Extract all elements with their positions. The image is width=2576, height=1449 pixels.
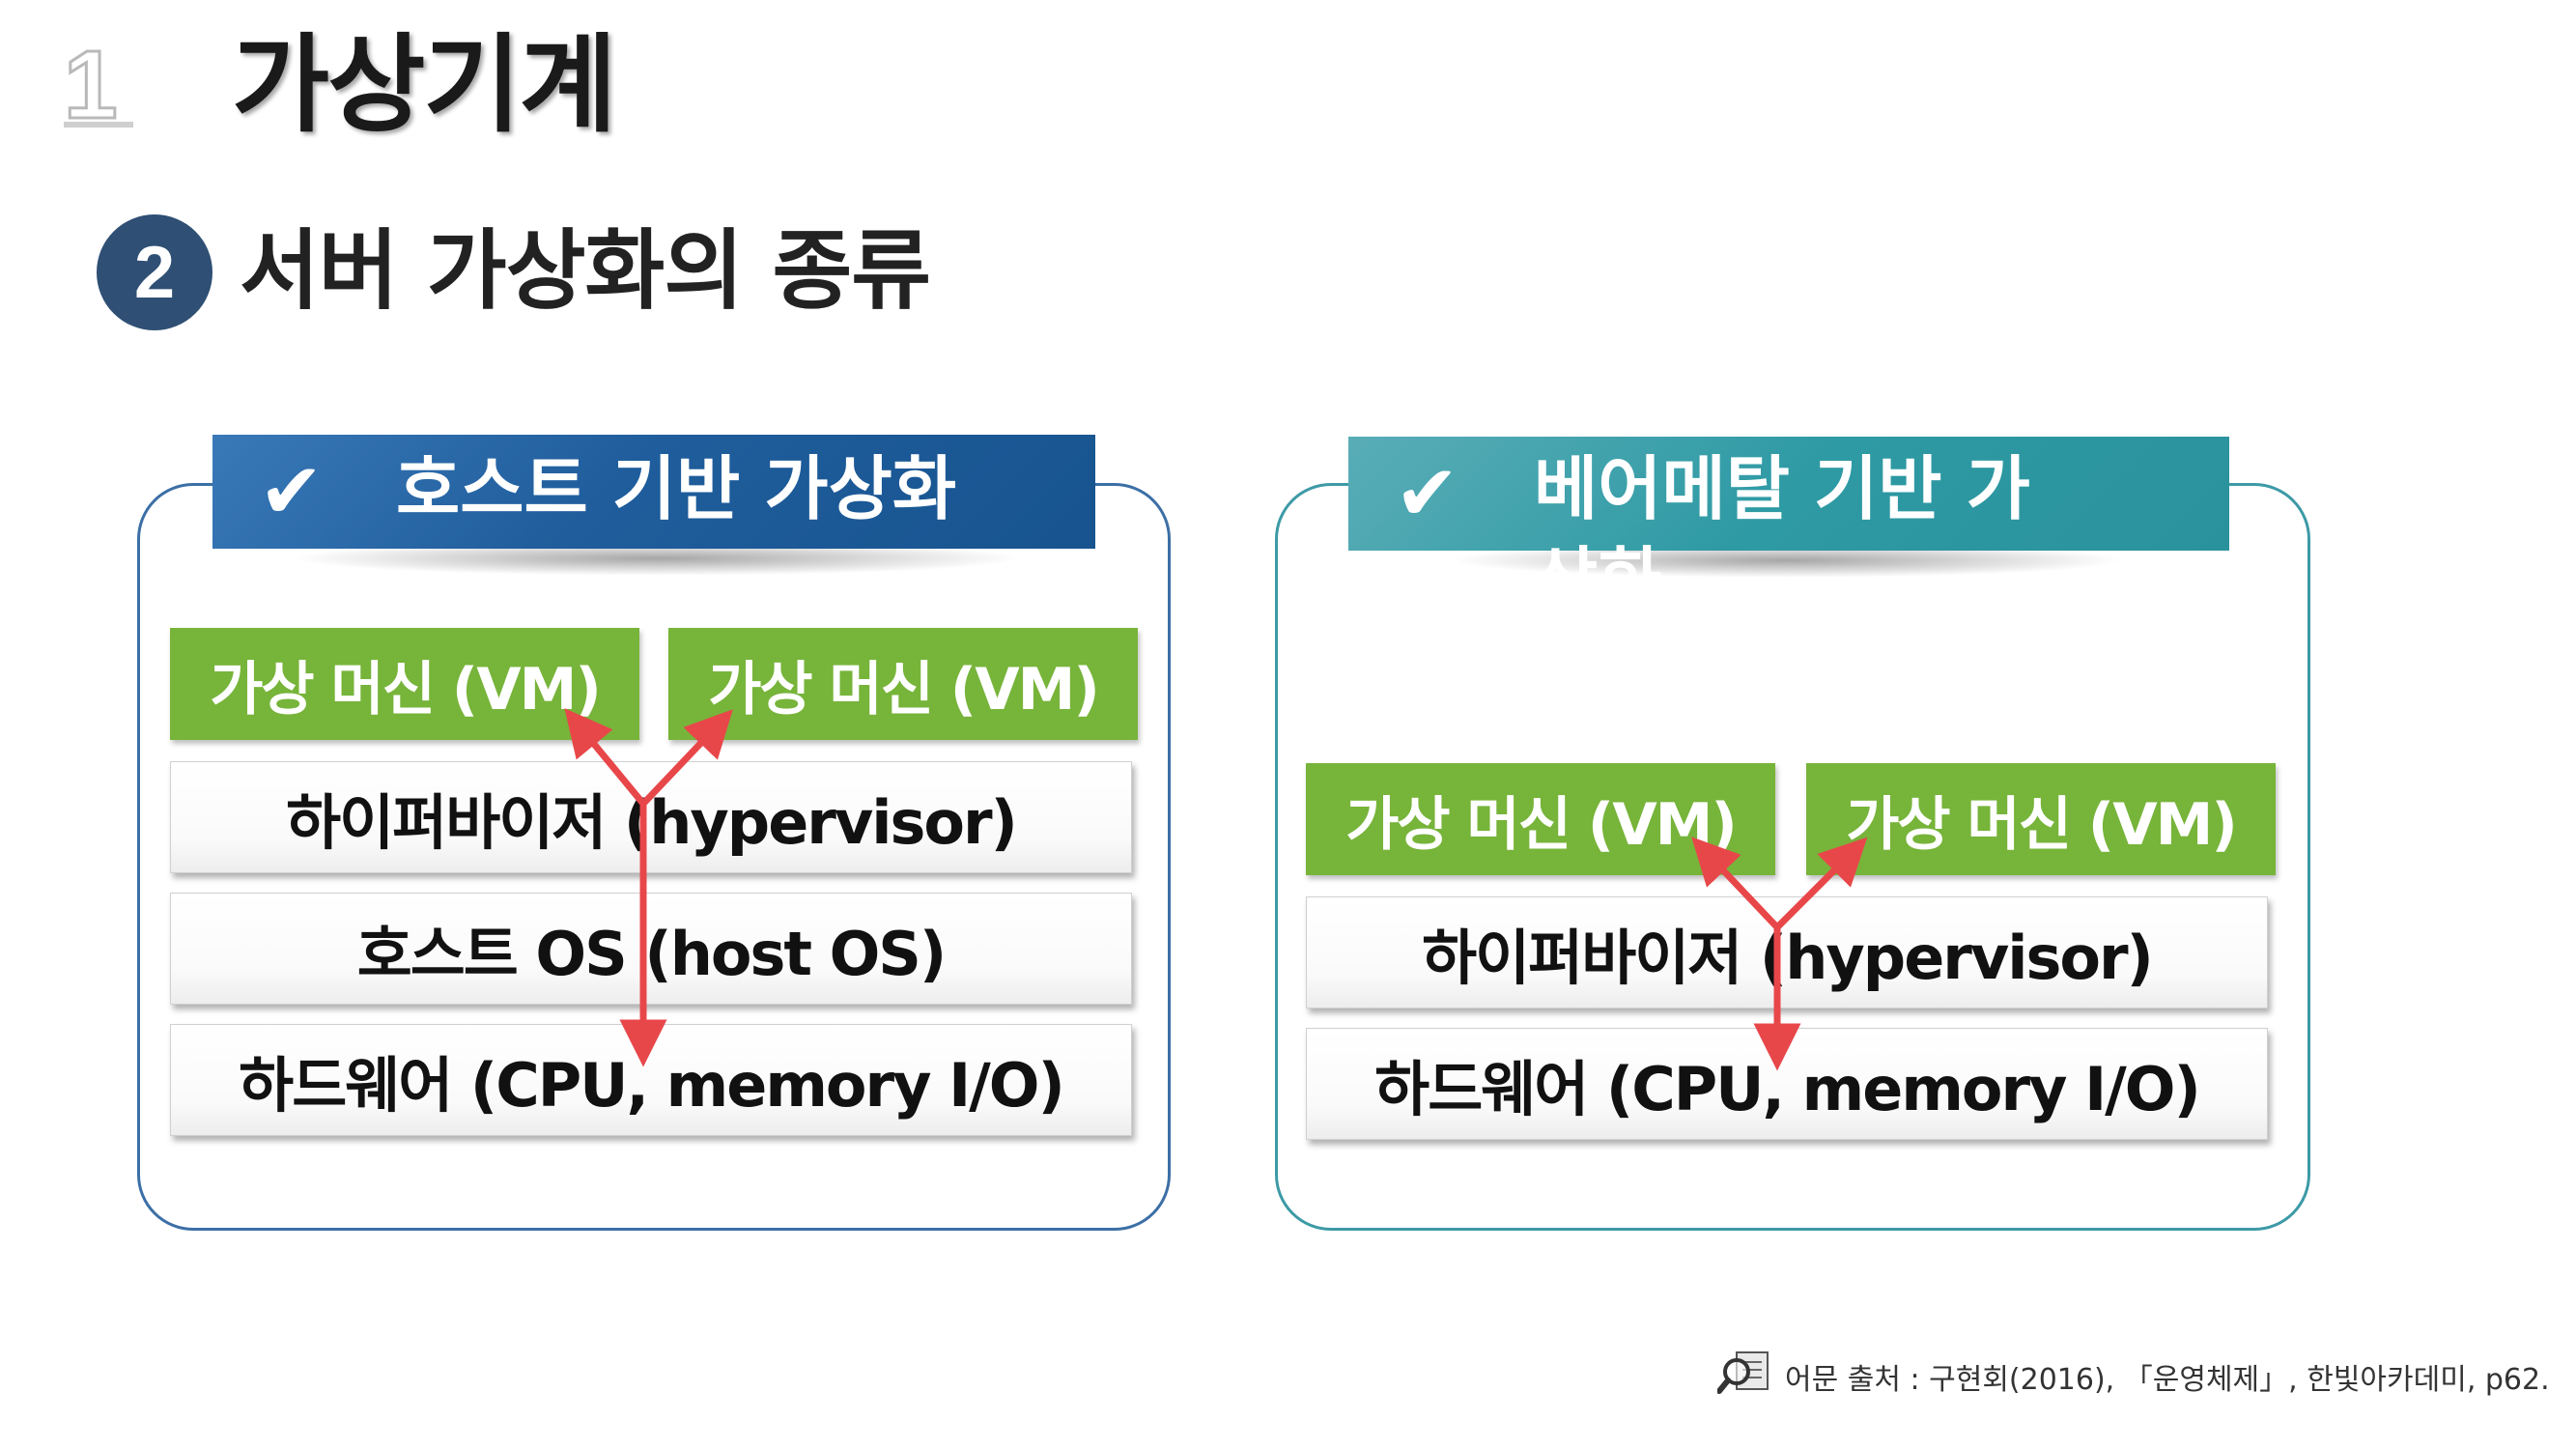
layer-hypervisor-left: 하이퍼바이저 (hypervisor) [170,761,1132,873]
section-number-underline [64,122,133,128]
checkmark-icon: ✔ [259,446,325,536]
vm-box-right-2: 가상 머신 (VM) [1806,763,2276,875]
subtitle-badge: 2 [97,214,212,330]
section-number: 1 [63,31,120,139]
checkmark-icon: ✔ [1395,448,1460,538]
bare-metal-header: ✔ 베어메탈 기반 가상화 [1348,437,2229,620]
source-citation: 어문 출처 : 구현회(2016), 「운영체제」, 한빛아카데미, p62. [1785,1363,2550,1397]
magnifier-document-icon [1717,1351,1769,1394]
layer-host-os: 호스트 OS (host OS) [170,893,1132,1005]
page-title: 가상기계 [232,23,617,147]
vm-box-right-1: 가상 머신 (VM) [1306,763,1775,875]
layer-hypervisor-right: 하이퍼바이저 (hypervisor) [1306,896,2268,1009]
bare-metal-header-label: 베어메탈 기반 가상화 [1534,448,2030,620]
host-based-header: ✔ 호스트 기반 가상화 [212,435,1095,549]
subtitle: 서버 가상화의 종류 [240,220,931,322]
layer-hardware-left: 하드웨어 (CPU, memory I/O) [170,1024,1132,1136]
vm-box-left-2: 가상 머신 (VM) [668,628,1138,740]
layer-hardware-right: 하드웨어 (CPU, memory I/O) [1306,1028,2268,1140]
vm-box-left-1: 가상 머신 (VM) [170,628,639,740]
host-based-header-label: 호스트 기반 가상화 [396,448,957,529]
